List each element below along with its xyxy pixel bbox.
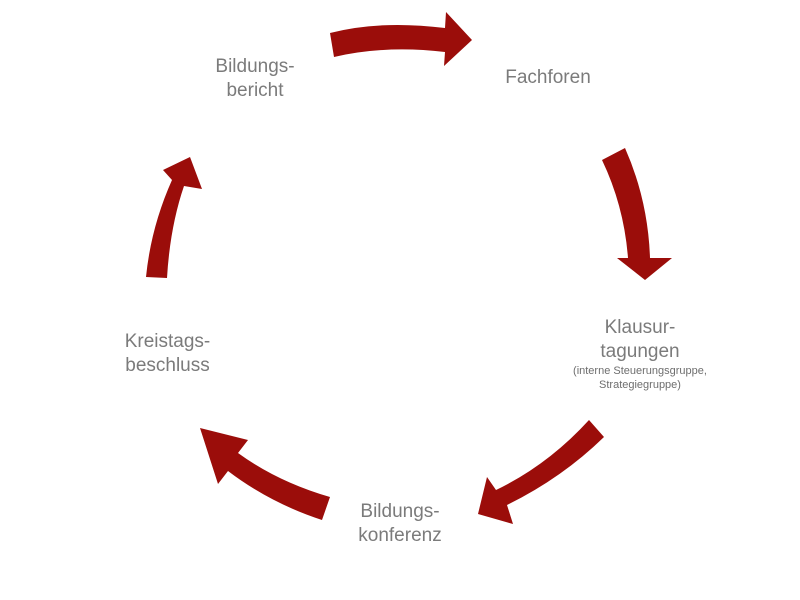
node-label-line: konferenz — [358, 525, 442, 546]
node-label-line: tagungen — [600, 341, 680, 362]
arrow-bildungskonferenz-to-kreistagsbeschluss — [200, 428, 330, 520]
arrow-bildungsbericht-to-fachforen — [330, 12, 472, 66]
node-label-line: beschluss — [125, 355, 210, 376]
node-bildungsbericht: Bildungs- bericht — [200, 55, 310, 103]
node-label-line: Bildungs- — [360, 501, 440, 522]
node-label-line: Kreistags- — [124, 331, 211, 352]
node-label-line: Fachforen — [505, 67, 591, 88]
node-note-line: Strategiegruppe) — [599, 379, 681, 391]
node-label-line: Bildungs- — [215, 56, 295, 77]
node-note-line: (interne Steuerungsgruppe, — [573, 365, 707, 377]
node-klausurtagungen: Klausur- tagungen (interne Steuerungsgru… — [545, 316, 735, 392]
node-label-line: bericht — [226, 80, 284, 101]
arrow-klausurtagungen-to-bildungskonferenz — [478, 420, 604, 524]
node-fachforen: Fachforen — [488, 66, 608, 90]
node-kreistagsbeschluss: Kreistags- beschluss — [100, 330, 235, 378]
arrow-fachforen-to-klausurtagungen — [602, 148, 672, 280]
node-label-line: Klausur- — [604, 317, 676, 338]
arrow-kreistagsbeschluss-to-bildungsbericht — [146, 157, 202, 278]
node-bildungskonferenz: Bildungs- konferenz — [335, 500, 465, 548]
